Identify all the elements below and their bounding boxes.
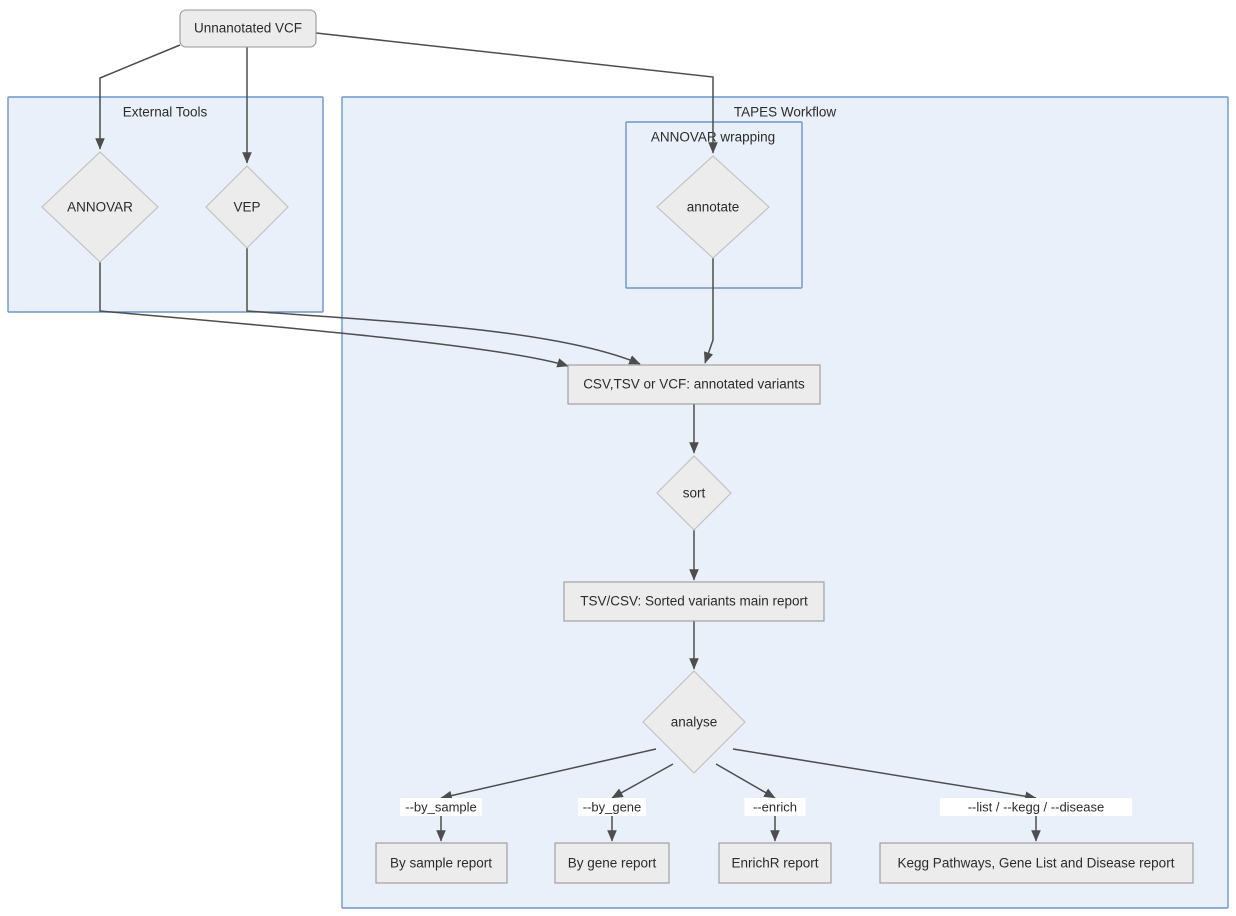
edge-annotate-to-annotated bbox=[704, 258, 714, 364]
node-label-annotated-variants: CSV,TSV or VCF: annotated variants bbox=[583, 377, 805, 392]
node-label-sort: sort bbox=[683, 486, 706, 501]
edge-path-annotate-to-annotated bbox=[704, 258, 714, 364]
edge-path-vcf-to-annotate bbox=[315, 32, 718, 154]
node-label-kegg-report: Kegg Pathways, Gene List and Disease rep… bbox=[898, 856, 1175, 871]
node-shape-unannotated-vcf[interactable] bbox=[179, 9, 317, 48]
node-enrichr-report[interactable]: EnrichR report bbox=[718, 842, 832, 884]
edge-label-text-analyse-to-by-sample: --by_sample bbox=[405, 799, 477, 814]
edge-label-analyse-to-by-gene: --by_gene bbox=[577, 798, 647, 816]
edge-path-analyse-to-enrich bbox=[715, 763, 776, 799]
cluster-box-tapes-workflow bbox=[341, 96, 1229, 909]
edge-label-bg-analyse-to-by-sample bbox=[400, 798, 482, 816]
node-label-annotate: annotate bbox=[687, 200, 740, 215]
edge-label-analyse-to-kegg: --list / --kegg / --disease bbox=[939, 798, 1133, 816]
node-shape-sort[interactable] bbox=[656, 455, 732, 531]
node-label-sorted-main-report: TSV/CSV: Sorted variants main report bbox=[580, 594, 808, 609]
edge-path-vep-to-annotated bbox=[246, 248, 641, 365]
cluster-box-external-tools bbox=[7, 96, 324, 313]
edge-label-analyse-to-by-sample: --by_sample bbox=[400, 798, 482, 816]
cluster-external-tools: External Tools bbox=[7, 96, 324, 313]
edge-annovar-to-annotated bbox=[99, 262, 569, 368]
cluster-tapes-workflow: TAPES Workflow bbox=[341, 96, 1229, 909]
edge-label-bg-analyse-to-kegg bbox=[939, 798, 1133, 816]
node-annovar[interactable]: ANNOVAR bbox=[41, 151, 159, 263]
edge-label-analyse-to-enrich: --enrich bbox=[744, 798, 806, 816]
node-shape-by-gene-report[interactable] bbox=[554, 842, 670, 884]
node-label-by-gene-report: By gene report bbox=[568, 856, 657, 871]
edge-labels-layer: --by_sample --by_gene --enrich --list / --k… bbox=[400, 798, 1133, 816]
edge-vcf-to-annovar bbox=[95, 44, 181, 150]
cluster-label-external-tools: External Tools bbox=[123, 105, 208, 120]
node-sort[interactable]: sort bbox=[656, 455, 732, 531]
node-label-by-sample-report: By sample report bbox=[390, 856, 492, 871]
edge-label-bg-analyse-to-by-gene bbox=[577, 798, 647, 816]
node-kegg-report[interactable]: Kegg Pathways, Gene List and Disease rep… bbox=[879, 842, 1194, 884]
edge-label-text-analyse-to-kegg: --list / --kegg / --disease bbox=[968, 799, 1105, 814]
edge-label-text-analyse-to-enrich: --enrich bbox=[753, 799, 797, 814]
node-by-sample-report[interactable]: By sample report bbox=[375, 842, 508, 884]
edge-label-text-analyse-to-by-gene: --by_gene bbox=[583, 799, 642, 814]
node-label-analyse: analyse bbox=[671, 715, 718, 730]
node-shape-analyse[interactable] bbox=[642, 670, 746, 774]
node-label-vep: VEP bbox=[233, 200, 260, 215]
edge-path-annovar-to-annotated bbox=[99, 262, 569, 368]
edge-path-analyse-to-by-gene bbox=[611, 763, 674, 799]
node-shape-annotated-variants[interactable] bbox=[567, 364, 821, 405]
node-label-unannotated-vcf: Unnanotated VCF bbox=[194, 21, 302, 36]
node-shape-by-sample-report[interactable] bbox=[375, 842, 508, 884]
edge-vep-to-annotated bbox=[246, 248, 641, 365]
node-by-gene-report[interactable]: By gene report bbox=[554, 842, 670, 884]
node-annotated-variants[interactable]: CSV,TSV or VCF: annotated variants bbox=[567, 364, 821, 405]
edge-analyse-to-by-gene bbox=[607, 763, 674, 842]
node-shape-enrichr-report[interactable] bbox=[718, 842, 832, 884]
node-label-annovar: ANNOVAR bbox=[67, 200, 133, 215]
edge-label-bg-analyse-to-enrich bbox=[744, 798, 806, 816]
node-shape-vep[interactable] bbox=[205, 165, 289, 249]
node-annotate[interactable]: annotate bbox=[656, 155, 770, 259]
node-sorted-main-report[interactable]: TSV/CSV: Sorted variants main report bbox=[563, 581, 825, 622]
node-vep[interactable]: VEP bbox=[205, 165, 289, 249]
node-label-enrichr-report: EnrichR report bbox=[731, 856, 818, 871]
edge-vcf-to-annotate bbox=[315, 32, 718, 154]
node-shape-annovar[interactable] bbox=[41, 151, 159, 263]
edge-path-analyse-to-by-sample bbox=[440, 748, 657, 801]
node-shape-kegg-report[interactable] bbox=[879, 842, 1194, 884]
edge-path-vcf-to-annovar bbox=[95, 44, 181, 150]
node-shape-sorted-main-report[interactable] bbox=[563, 581, 825, 622]
nodes-layer: Unnanotated VCF ANNOVAR VEP annotateCSV,TSV… bbox=[41, 9, 1194, 884]
node-analyse[interactable]: analyse bbox=[642, 670, 746, 774]
edges-layer bbox=[95, 32, 1041, 842]
edge-analyse-to-enrich bbox=[715, 763, 780, 842]
edge-path-analyse-to-kegg bbox=[732, 748, 1037, 802]
edge-analyse-to-kegg bbox=[732, 748, 1041, 842]
node-shape-annotate[interactable] bbox=[656, 155, 770, 259]
node-unannotated-vcf[interactable]: Unnanotated VCF bbox=[179, 9, 317, 48]
cluster-label-tapes-workflow: TAPES Workflow bbox=[734, 105, 837, 120]
edge-analyse-to-by-sample bbox=[436, 748, 657, 842]
